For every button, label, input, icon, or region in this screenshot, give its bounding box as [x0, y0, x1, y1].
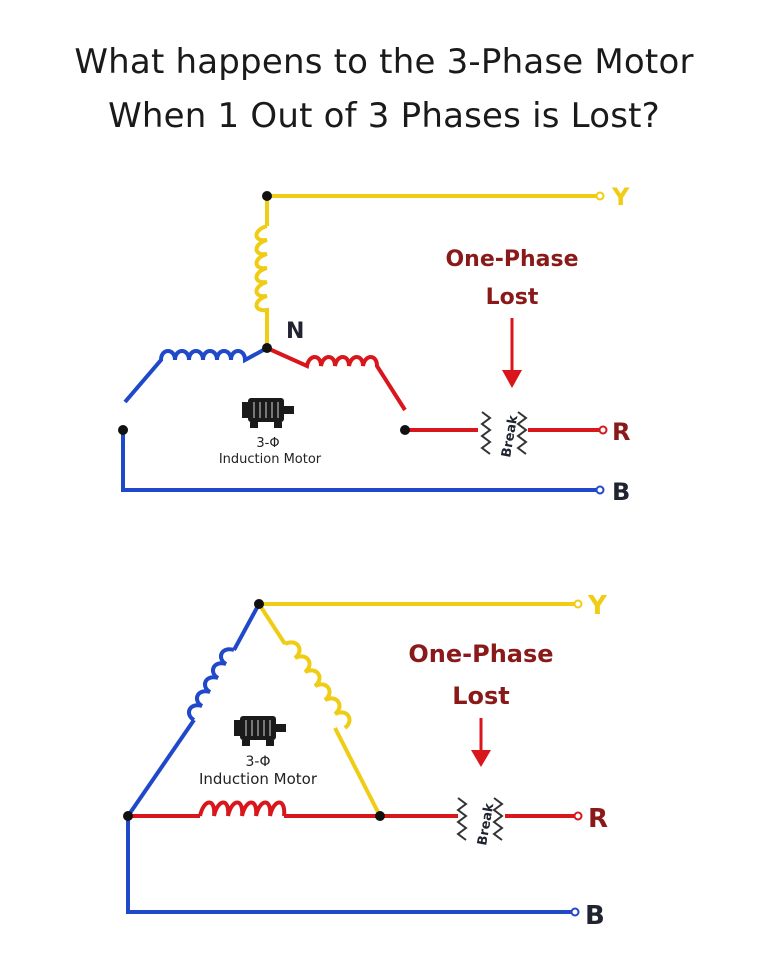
star-callout-line1: One-Phase: [445, 247, 578, 272]
star-arrow-head: [502, 370, 522, 388]
star-connection-diagram: Break Y R B N One-Phase Lost 3-Φ Inducti…: [118, 183, 630, 506]
star-motor-icon: [241, 397, 295, 429]
star-break-mark: [480, 411, 528, 455]
star-terminal-b-dot: [595, 485, 605, 495]
delta-y-coil: [284, 640, 352, 730]
delta-motor-line1: 3-Φ: [246, 754, 271, 770]
delta-terminal-b: B: [585, 901, 605, 931]
star-neutral-label: N: [286, 319, 304, 344]
delta-terminal-y-dot: [573, 599, 583, 609]
star-motor-line2: Induction Motor: [219, 452, 322, 467]
delta-y-lead-top: [257, 602, 287, 646]
star-terminal-r-dot: [598, 425, 608, 435]
delta-node-right: [375, 811, 385, 821]
delta-terminal-r: R: [588, 804, 608, 834]
star-r-coil: [266, 346, 407, 412]
delta-r-coil: [198, 800, 287, 817]
star-terminal-y-dot: [595, 191, 605, 201]
title-line-2: When 1 Out of 3 Phases is Lost?: [108, 96, 660, 136]
star-y-coil: [254, 224, 269, 318]
delta-b-lead-top: [232, 603, 261, 651]
star-neutral-node: [262, 343, 272, 353]
star-terminal-r: R: [612, 418, 630, 446]
delta-b-line: [126, 816, 572, 914]
delta-terminal-y: Y: [587, 591, 608, 621]
star-terminal-y: Y: [611, 183, 630, 211]
delta-motor-line2: Induction Motor: [199, 770, 318, 788]
delta-terminal-r-dot: [573, 811, 583, 821]
delta-break-mark: [456, 797, 504, 841]
delta-b-coil: [186, 647, 235, 722]
delta-arrow-head: [471, 750, 491, 767]
star-terminal-b: B: [612, 478, 630, 506]
star-callout-line2: Lost: [486, 285, 539, 310]
star-motor-line1: 3-Φ: [256, 436, 279, 451]
star-node-top: [262, 191, 272, 201]
delta-break-label: Break: [475, 802, 497, 847]
delta-motor-icon: [233, 715, 287, 747]
star-b-coil: [123, 346, 268, 404]
delta-y-lead-bottom: [333, 727, 382, 817]
star-node-right: [400, 425, 410, 435]
star-break-label: Break: [499, 414, 521, 459]
star-node-left: [118, 425, 128, 435]
delta-connection-diagram: Break Y R B One-Phase Lost 3-Φ Induction…: [123, 591, 608, 931]
delta-node-top: [254, 599, 264, 609]
title-line-1: What happens to the 3-Phase Motor: [74, 42, 694, 82]
delta-callout-line1: One-Phase: [408, 640, 553, 668]
delta-terminal-b-dot: [570, 907, 580, 917]
star-b-line: [121, 430, 597, 492]
delta-node-left: [123, 811, 133, 821]
delta-b-lead-bottom: [126, 718, 196, 818]
delta-callout-line2: Lost: [452, 682, 510, 710]
